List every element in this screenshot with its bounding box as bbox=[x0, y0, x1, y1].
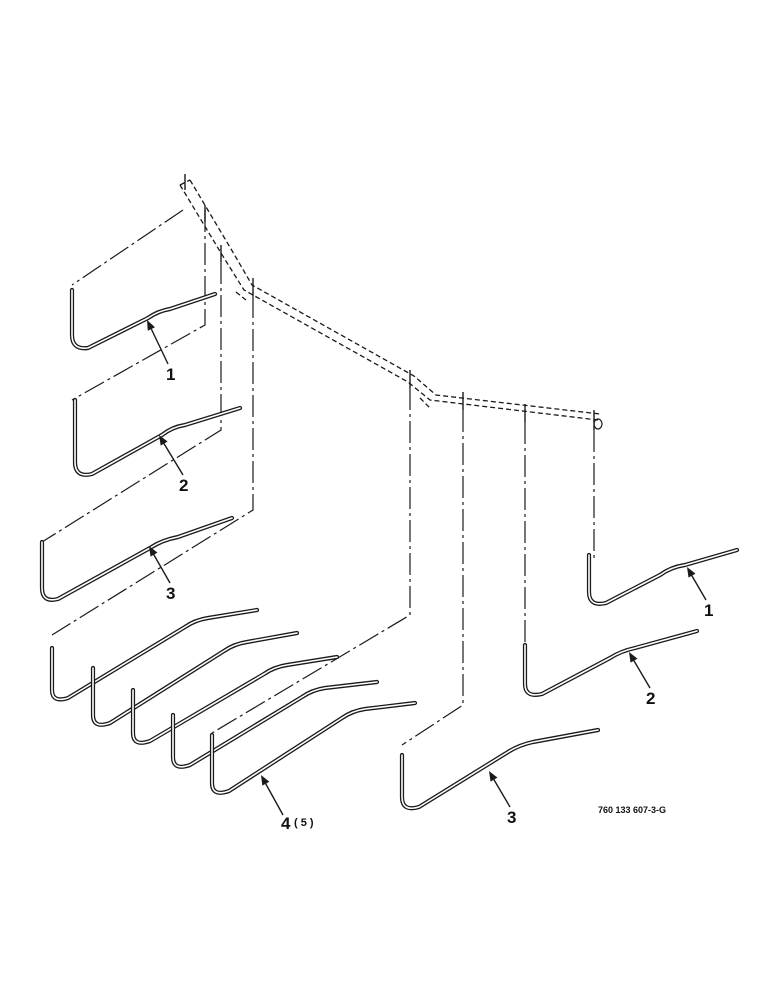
left-tine-3 bbox=[39, 515, 235, 602]
callout-right-2: 2 bbox=[646, 689, 655, 708]
leader-lines bbox=[143, 318, 707, 816]
right-tine-2 bbox=[522, 628, 700, 697]
right-tine-3 bbox=[399, 727, 601, 811]
right-tine-1 bbox=[586, 547, 740, 606]
callout-labels: 1 2 3 4 ( 5 ) 1 2 3 bbox=[166, 365, 713, 833]
callout-left-2: 2 bbox=[179, 476, 188, 495]
left-tine-1 bbox=[69, 287, 218, 351]
callout-left-3: 3 bbox=[166, 584, 175, 603]
mounting-studs bbox=[184, 174, 595, 430]
callout-group-4-quantity: ( 5 ) bbox=[294, 817, 314, 829]
tine-group-4 bbox=[49, 607, 418, 795]
callout-right-3: 3 bbox=[507, 808, 516, 827]
support-tube bbox=[179, 179, 603, 430]
left-tine-2 bbox=[72, 397, 243, 477]
callout-right-1: 1 bbox=[704, 601, 713, 620]
callout-left-1: 1 bbox=[166, 365, 175, 384]
drawing-number: 760 133 607-3-G bbox=[598, 805, 666, 815]
callout-group-4: 4 bbox=[281, 814, 291, 833]
assembly-center-lines bbox=[41, 209, 595, 746]
